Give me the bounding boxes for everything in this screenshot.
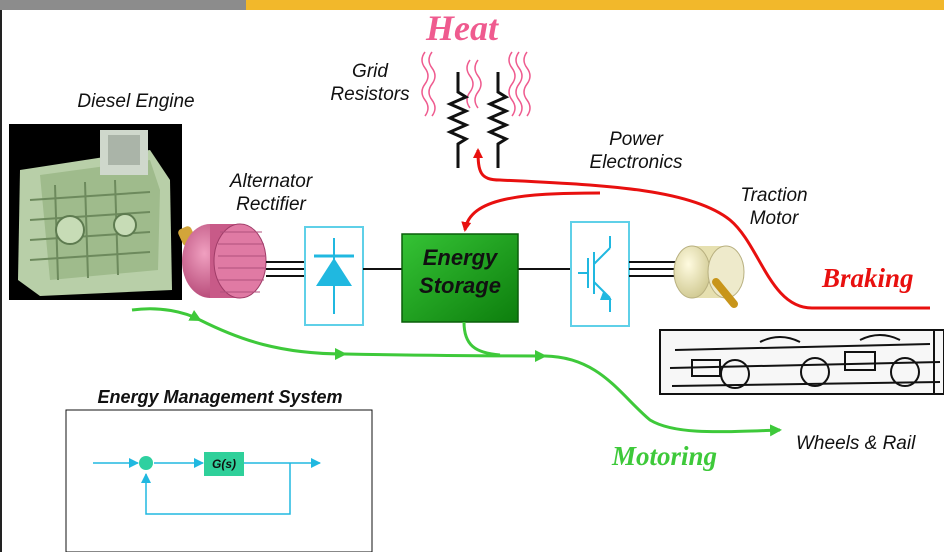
alternator-rectifier-label: Alternator Rectifier [216, 170, 326, 216]
diesel-engine-label: Diesel Engine [77, 91, 195, 112]
wheels-rail-label: Wheels & Rail [796, 433, 916, 454]
power-electronics-label: Power Electronics [576, 128, 696, 174]
bogie-drawing [659, 329, 944, 395]
energy-storage-block [401, 233, 519, 323]
traction-motor-line-2: Motor [749, 208, 799, 229]
summing-junction [139, 456, 153, 470]
heat-label: Heat [426, 8, 498, 48]
traction-motor-icon [673, 245, 745, 308]
transfer-function-label: G(s) [212, 457, 236, 471]
traction-motor-line-1: Traction [740, 185, 808, 206]
three-phase-lines-left [266, 261, 305, 277]
ems-box [65, 409, 373, 552]
traction-motor-label: Traction Motor [724, 184, 824, 230]
alternator-icon [182, 223, 267, 299]
power-electronics-line-1: Power [609, 129, 663, 150]
braking-path [461, 148, 930, 310]
energy-storage-line-2: Storage [419, 273, 501, 298]
energy-storage-label: Energy Storage [402, 244, 518, 300]
transfer-function-block [204, 452, 244, 476]
motoring-path [131, 307, 782, 437]
grid-resistors-icon [446, 72, 510, 168]
diesel-engine-image [9, 124, 182, 300]
three-phase-lines-right [629, 261, 680, 277]
ems-block-diagram [93, 452, 321, 515]
inverter-icon [570, 221, 630, 327]
braking-label: Braking [822, 263, 914, 293]
alternator-rectifier-line-1: Alternator [229, 171, 313, 192]
grid-resistors-line-2: Resistors [330, 84, 410, 105]
top-bar-gray [0, 0, 246, 10]
alternator-rectifier-line-2: Rectifier [236, 194, 306, 215]
energy-storage-line-1: Energy [422, 245, 498, 270]
heat-waves [421, 51, 531, 117]
grid-resistors-line-1: Grid [352, 61, 388, 82]
ems-title: Energy Management System [97, 387, 343, 407]
slide-left-border [0, 10, 2, 552]
motoring-label: Motoring [612, 441, 718, 471]
power-electronics-line-2: Electronics [589, 152, 683, 173]
rectifier-icon [304, 226, 364, 326]
top-bar-accent [246, 0, 944, 10]
grid-resistors-label: Grid Resistors [328, 60, 412, 106]
